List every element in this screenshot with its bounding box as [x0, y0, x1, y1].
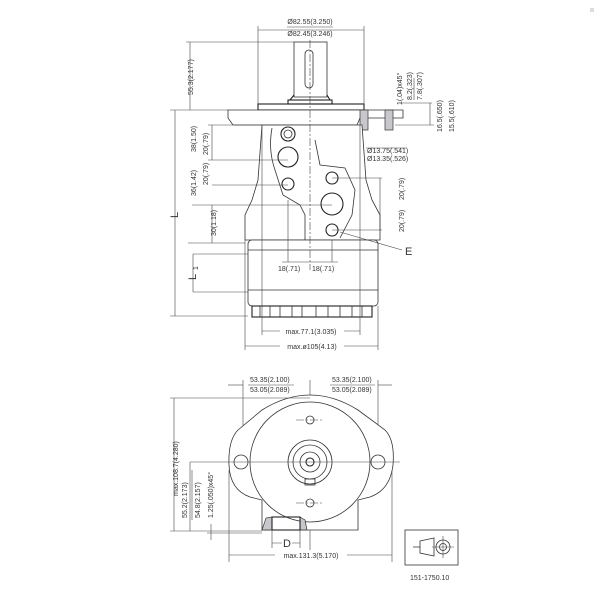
dim-20b: 20(.79) — [203, 163, 210, 185]
key-slot — [304, 478, 316, 486]
dim-38: 38(1.50) — [191, 126, 198, 152]
port-hole — [277, 146, 299, 168]
dim-flange-a: 8.2(.323) — [407, 72, 414, 100]
front-center-max: 55.2(2.173) — [182, 482, 189, 518]
dim-max-77: max.77.1(3.035) — [286, 329, 337, 336]
bolt-hole-section — [359, 109, 369, 131]
dim-flange-b: 7.8(.307) — [417, 72, 424, 100]
front-width: max.131.3(5.170) — [284, 553, 339, 560]
label-background — [280, 341, 344, 350]
dim-flange-thk-max: 16.5(.650) — [437, 100, 444, 132]
dim-18a: 18(.71) — [278, 266, 300, 273]
dim-30: 30(1.18) — [211, 210, 218, 236]
label-L1: L — [187, 274, 199, 280]
label-L: L — [169, 212, 181, 218]
front-center-min: 54.8(2.157) — [195, 482, 202, 518]
cone-icon — [413, 537, 435, 557]
front-chamfer: 1.25(.050)x45° — [207, 472, 215, 518]
dim-36: 36(1.42) — [191, 170, 198, 196]
pilot — [257, 103, 365, 111]
label-D: D — [283, 538, 291, 550]
bolt-hole-dia-min: Ø13.35(.526) — [367, 156, 408, 163]
dim-20c: 20(.79) — [399, 178, 406, 200]
dim-20a: 20(.79) — [203, 133, 210, 155]
dim-20d: 20(.79) — [399, 210, 406, 232]
shaft-key — [304, 49, 314, 89]
front-left-min: 53.05(2.089) — [250, 387, 290, 394]
label-E: E — [405, 246, 412, 258]
front-height: max.108.7(4.280) — [173, 441, 180, 496]
corner-mark — [590, 8, 594, 12]
symbol-frame — [404, 529, 459, 566]
side-view: Ø82.55(3.250) Ø82.45(3.246) — [169, 19, 456, 351]
bolt-hole-dia-max: Ø13.75(.541) — [367, 148, 408, 155]
label-background — [282, 536, 292, 548]
bolt-hole-section — [384, 109, 394, 131]
port-hole-inner — [283, 129, 293, 139]
dim-chamfer: 1(.04)x45° — [396, 72, 404, 105]
shaft-dia-min: Ø82.45(3.246) — [287, 31, 332, 38]
mounting-flange — [227, 109, 404, 126]
front-view: 53.35(2.100) 53.05(2.089) 53.35(2.100) 5… — [170, 377, 400, 562]
port-hole — [280, 126, 296, 142]
port-hole — [281, 177, 295, 191]
dim-shaft-length: 55.3(2.177) — [188, 59, 195, 95]
front-left-max: 53.35(2.100) — [250, 377, 290, 384]
gear-teeth — [251, 305, 373, 318]
label-background — [280, 326, 344, 335]
leader-line-E — [339, 231, 403, 251]
dim-flange-thk-min: 15.5(.610) — [449, 100, 456, 132]
port-boss-outline — [314, 139, 356, 239]
dim-18b: 18(.71) — [312, 266, 334, 273]
front-right-min: 53.05(2.089) — [332, 387, 372, 394]
front-housing — [228, 394, 394, 531]
label-L1-subscript: 1 — [193, 266, 200, 270]
shaft-dia-max: Ø82.55(3.250) — [287, 19, 332, 26]
dim-max-105: max.ø105(4.13) — [287, 344, 336, 351]
projection-symbol — [404, 529, 459, 566]
drawing-number: 151-1750.10 — [410, 575, 449, 582]
port-hole — [320, 192, 344, 216]
label-background — [275, 550, 347, 559]
port-D — [271, 516, 301, 531]
front-right-max: 53.35(2.100) — [332, 377, 372, 384]
